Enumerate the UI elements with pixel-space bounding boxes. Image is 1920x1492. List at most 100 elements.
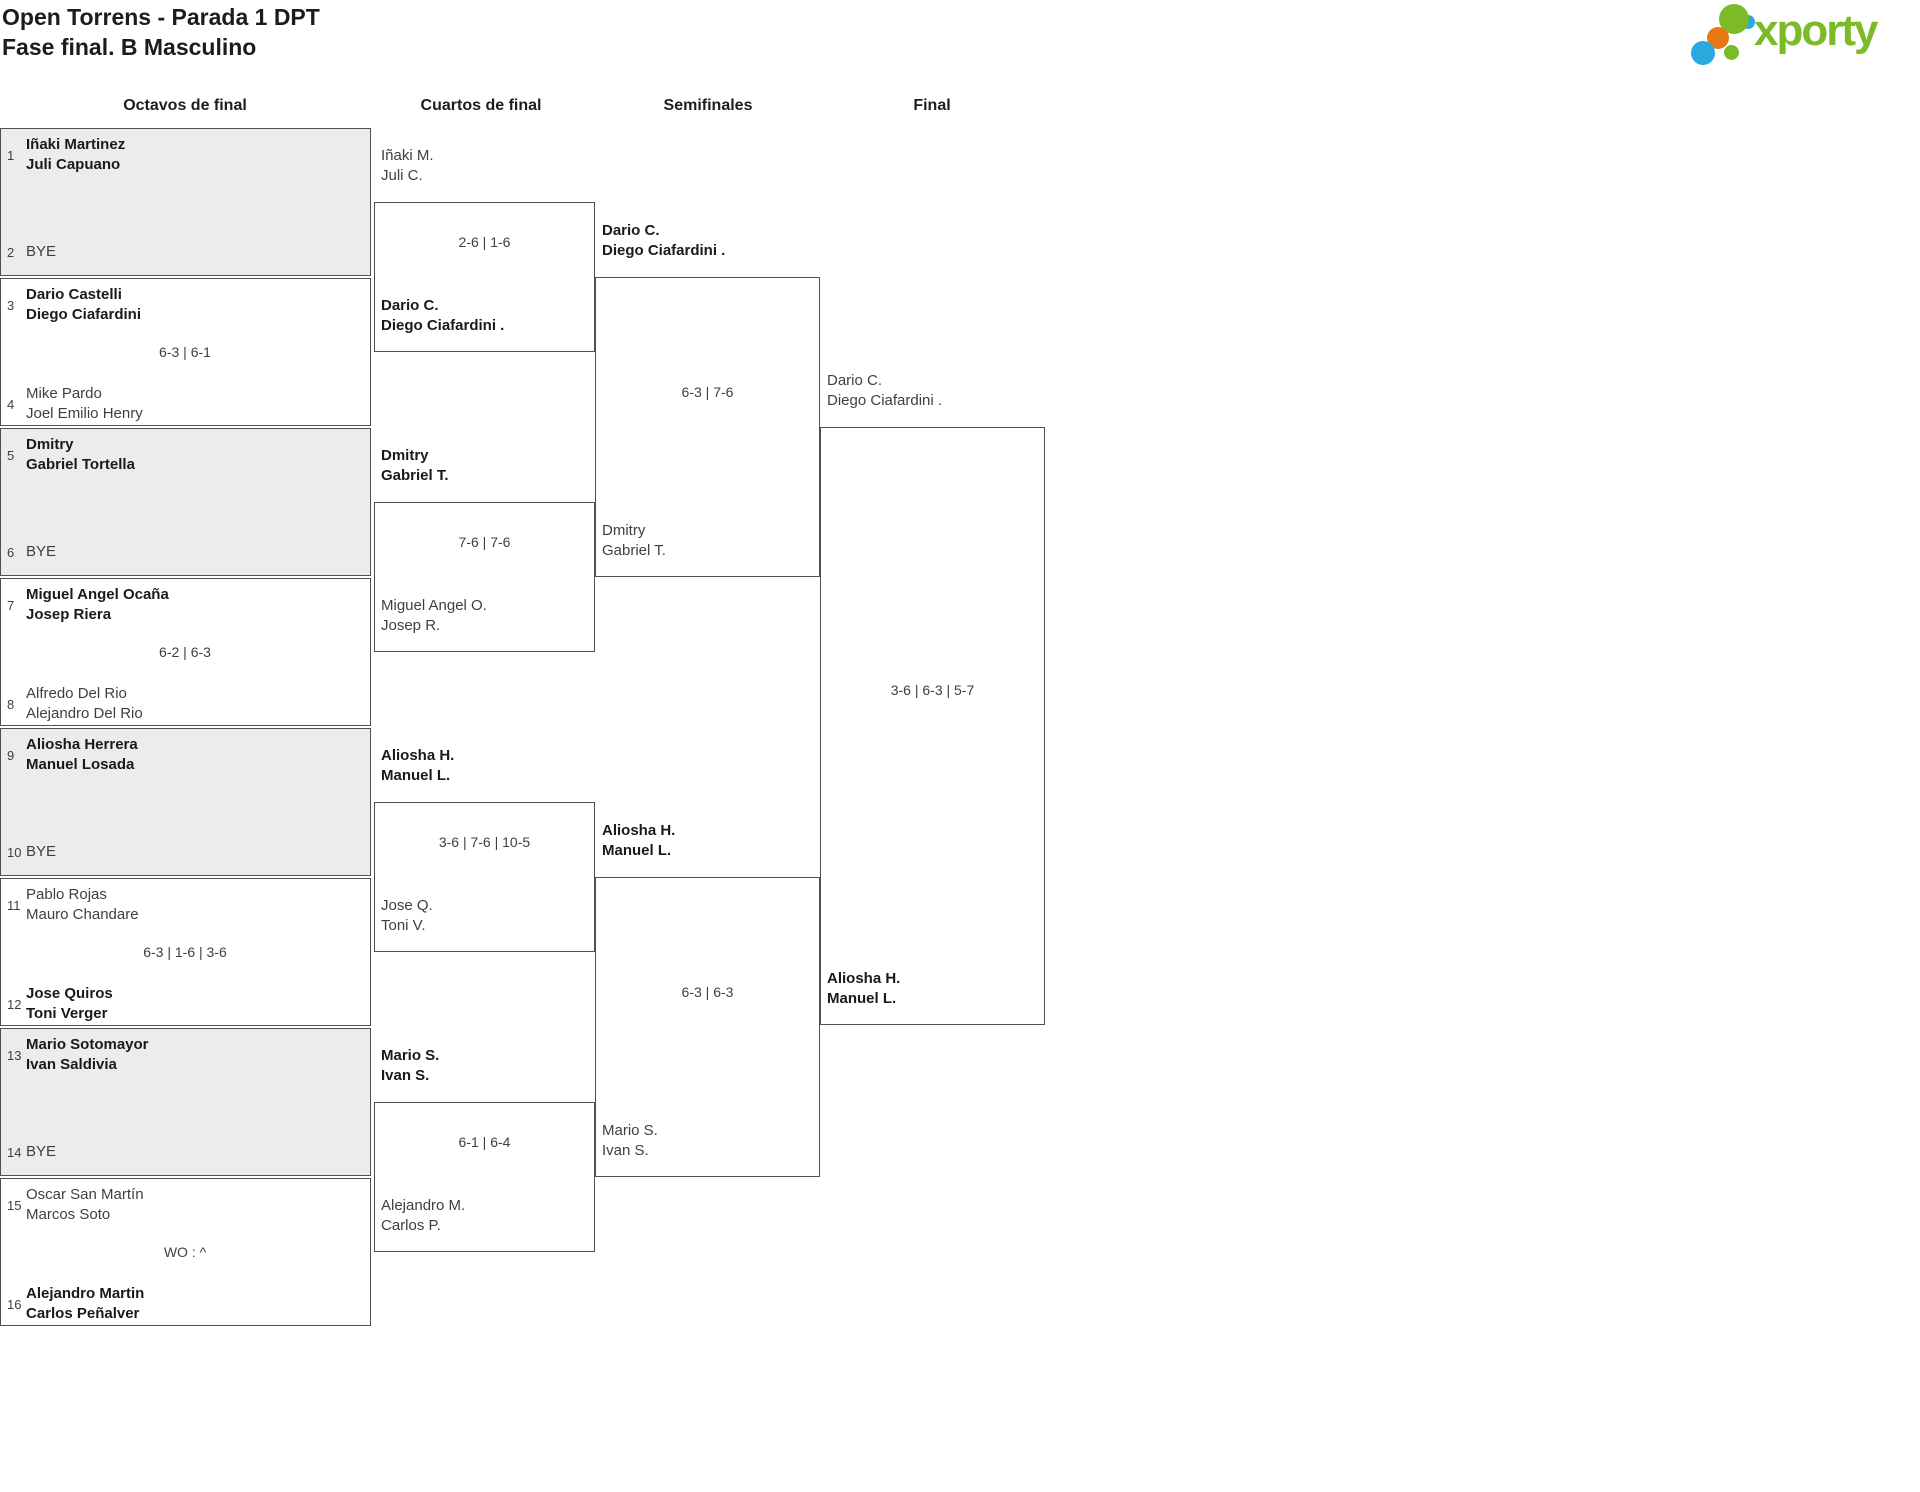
team-name: Dmitry	[602, 522, 646, 539]
team-label: Mario S.Ivan S.	[602, 1121, 658, 1161]
round-header-octavos: Octavos de final	[123, 97, 247, 114]
team-name: Dario C.	[381, 297, 439, 314]
match-score: 7-6 | 7-6	[458, 534, 511, 550]
xporty-logo: xporty	[1690, 0, 1918, 75]
match-box-cuartos-3	[374, 802, 595, 952]
round-header-cuartos: Cuartos de final	[420, 97, 542, 114]
champion-label: Aliosha H. Manuel L.	[827, 969, 900, 1009]
match-score: WO : ^	[163, 1244, 207, 1260]
logo-wordmark: xporty	[1754, 6, 1878, 55]
bye-label: BYE	[26, 1143, 57, 1160]
team-label: Dario C. Diego Ciafardini .	[827, 371, 942, 411]
team-name: Jose Q.	[381, 897, 433, 914]
team-name: Aliosha H.	[602, 822, 676, 839]
tournament-name: Open Torrens - Parada 1 DPT	[2, 4, 320, 30]
match-score: 6-3 | 1-6 | 3-6	[143, 944, 227, 960]
logo-dot-green-small	[1724, 45, 1739, 60]
team-name: Aliosha H.	[381, 747, 455, 764]
team-name: Dmitry	[381, 447, 429, 464]
logo-dot-orange	[1707, 27, 1729, 49]
team-name: Iñaki Martinez	[26, 136, 126, 153]
team-name: Ivan S.	[381, 1067, 430, 1084]
team-label: Miguel Angel O. Josep R.	[381, 596, 487, 636]
bye-label: BYE	[26, 843, 57, 860]
team-name: Miguel Angel O.	[381, 597, 487, 614]
bye-row: 14 BYE	[1, 1142, 56, 1162]
match-score: 6-3 | 6-1	[159, 344, 211, 360]
team-label: Aliosha H. Manuel L.	[602, 821, 675, 861]
seed-number: 14	[7, 1144, 22, 1160]
bye-row: 10 BYE	[1, 842, 56, 862]
match-box-semifinal-1	[595, 277, 820, 577]
team-name: Carlos Peñalver	[26, 1305, 140, 1322]
match-score: 6-3 | 6-3	[681, 984, 734, 1000]
team-label: Alejandro M.Carlos P.	[381, 1196, 465, 1236]
team-name: Iñaki M.	[381, 147, 434, 164]
team-name: Dario C.	[827, 372, 883, 389]
team-name: Carlos P.	[381, 1217, 441, 1234]
match-score: 6-1 | 6-4	[458, 1134, 511, 1150]
match-box-final	[820, 427, 1045, 1025]
bye-row: 6 BYE	[1, 542, 56, 562]
team-name: Juli Capuano	[26, 156, 121, 173]
seed-number: 4	[7, 396, 15, 412]
logo-dot-blue-large	[1691, 41, 1715, 65]
phase-name: Fase final. B Masculino	[2, 34, 257, 60]
team-label: Dario C.Diego Ciafardini .	[602, 221, 725, 261]
team-name: Jose Quiros	[26, 985, 113, 1002]
seed-number: 7	[7, 597, 15, 613]
team-name: Mario S.	[381, 1047, 440, 1064]
team-name: Toni V.	[381, 917, 426, 934]
seed-number: 8	[7, 696, 15, 712]
match-box-cuartos-4	[374, 1102, 595, 1252]
match-box-semifinal-2	[595, 877, 820, 1177]
match-score: 6-2 | 6-3	[159, 644, 211, 660]
team-name: Gabriel T.	[381, 467, 449, 484]
team-name: Diego Ciafardini .	[602, 242, 726, 259]
seed-number: 9	[7, 747, 15, 763]
bye-label: BYE	[26, 543, 57, 560]
seed-number: 16	[7, 1296, 22, 1312]
team-name: Alfredo Del Rio	[26, 685, 127, 702]
team-name: Joel Emilio Henry	[26, 405, 143, 422]
round-header-final: Final	[913, 97, 951, 114]
seed-number: 1	[7, 147, 15, 163]
team-name: Oscar San Martín	[26, 1186, 144, 1203]
team-label: Mario S. Ivan S.	[381, 1046, 439, 1086]
match-score: 3-6 | 6-3 | 5-7	[890, 682, 975, 698]
team-name: Josep R.	[381, 617, 441, 634]
bye-label: BYE	[26, 243, 57, 260]
team-name: Pablo Rojas	[26, 886, 107, 903]
team-name: Manuel L.	[827, 990, 897, 1007]
team-name: Toni Verger	[26, 1005, 108, 1022]
team-name: Juli C.	[381, 167, 423, 184]
page-title: Open Torrens - Parada 1 DPT Fase final. …	[2, 2, 320, 62]
bye-row: 2 BYE	[1, 242, 56, 262]
team-label: Aliosha H.Manuel L.	[381, 746, 454, 786]
team-name: Diego Ciafardini .	[827, 392, 943, 409]
team-name: Diego Ciafardini .	[381, 317, 505, 334]
seed-number: 15	[7, 1197, 22, 1213]
team-name: Diego Ciafardini	[26, 306, 142, 323]
team-name: Manuel L.	[602, 842, 672, 859]
seed-number: 6	[7, 544, 15, 560]
team-name: Dario Castelli	[26, 286, 122, 303]
team-name: Aliosha H.	[827, 970, 901, 987]
team-label: Dario C. Diego Ciafardini .	[381, 296, 504, 336]
seed-number: 10	[7, 844, 22, 860]
